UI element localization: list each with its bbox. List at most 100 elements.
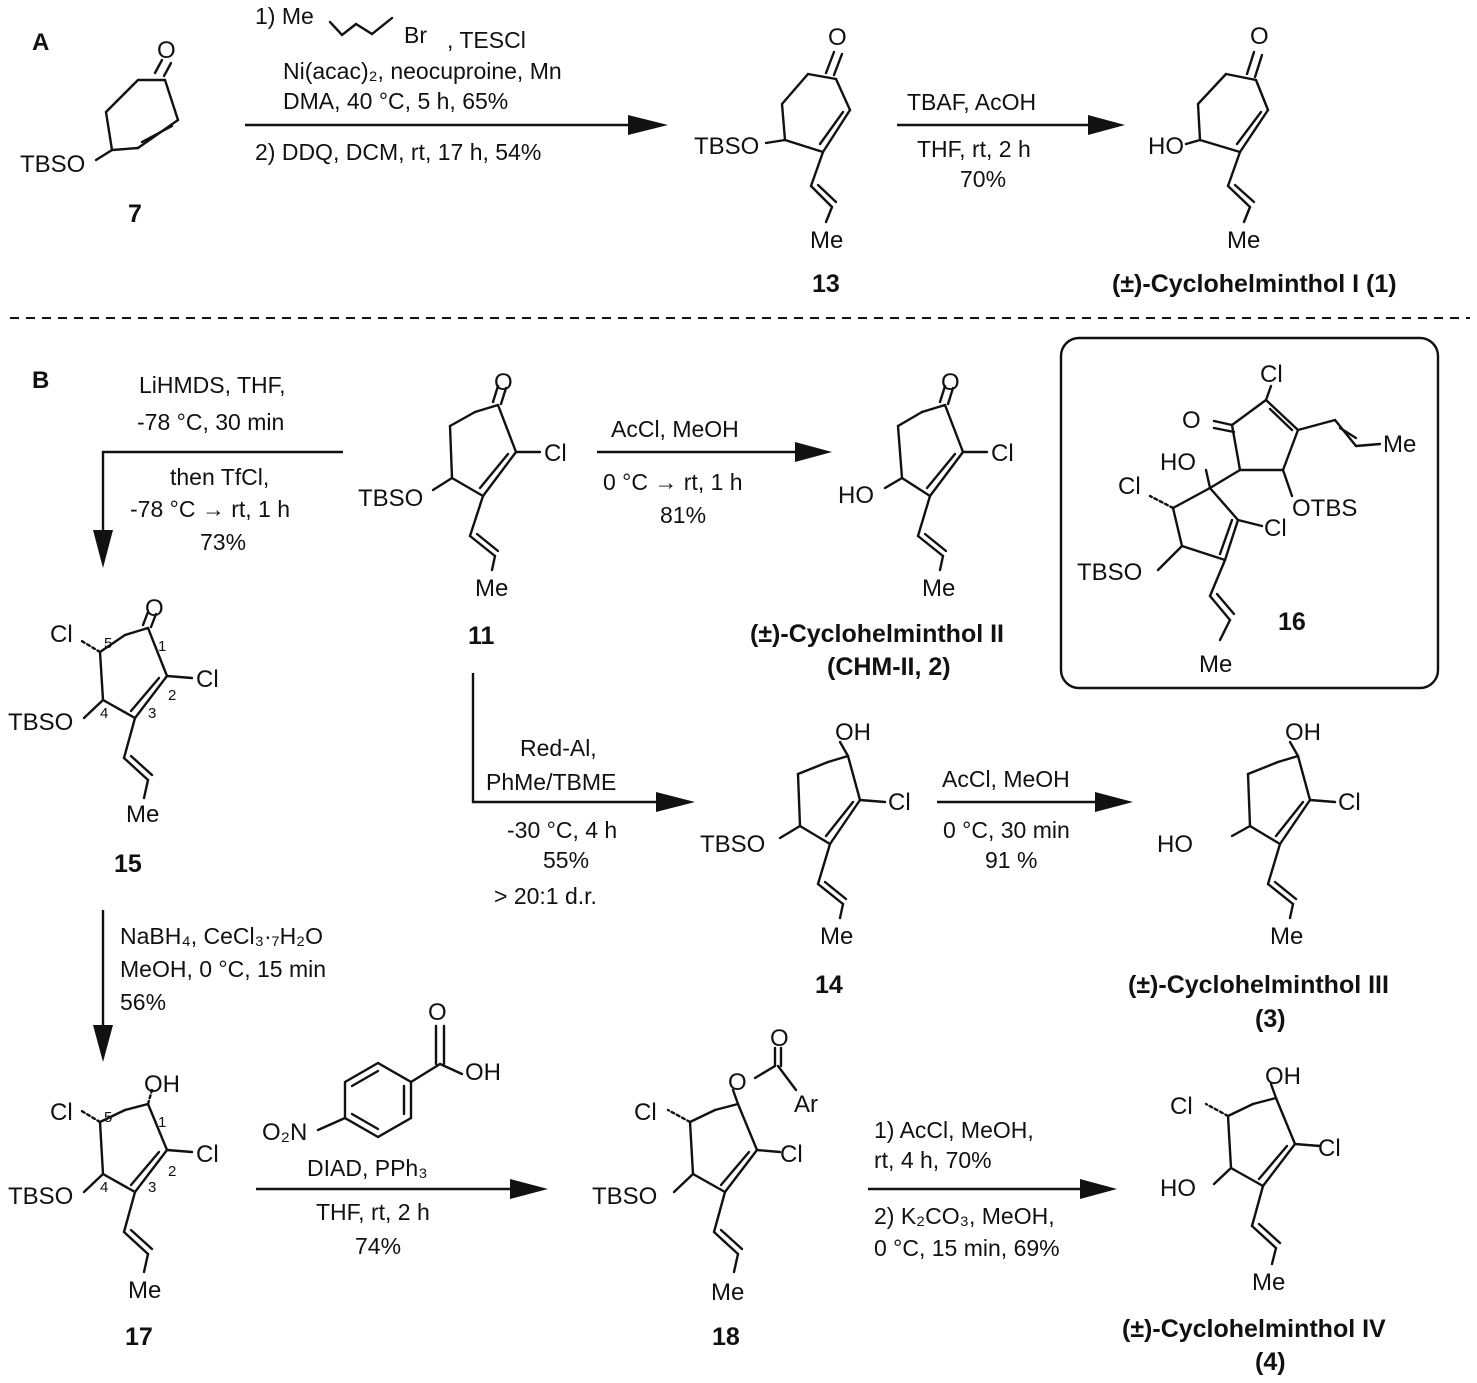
atom-oh: OH — [835, 719, 871, 746]
cond-a1-prefix: 1) Me — [255, 3, 314, 29]
atom-cl: Cl — [1170, 1093, 1193, 1120]
atom-ho: HO — [1157, 831, 1193, 858]
product-label-chm4-line1: (±)-Cyclohelminthol IV — [1122, 1315, 1386, 1343]
atom-cl: Cl — [1318, 1135, 1341, 1162]
arrow-b-mitsunobu-head — [510, 1179, 548, 1199]
atom-o: O — [145, 595, 164, 622]
atom-oh: OH — [1265, 1063, 1301, 1090]
compound-18-structure: O O Ar Cl Cl TBSO Me — [592, 1025, 818, 1306]
compound-13-structure: O TBSO Me — [694, 24, 852, 254]
atom-me: Me — [126, 801, 159, 828]
locant-3: 3 — [148, 1179, 156, 1196]
cond-final-l2: rt, 4 h, 70% — [874, 1147, 992, 1173]
atom-me: Me — [711, 1279, 744, 1306]
compound-15-structure: O Cl Cl TBSO Me 5 1 2 3 4 — [8, 595, 219, 828]
compound-label-18: 18 — [712, 1323, 740, 1351]
compound-17-structure: OH Cl Cl TBSO Me 5 1 2 3 4 — [8, 1071, 219, 1304]
cyclohelminthol-2-structure: O Cl HO Me — [838, 369, 1014, 602]
atom-o: O — [494, 369, 513, 396]
atom-oh: OH — [144, 1071, 180, 1098]
atom-cl: Cl — [634, 1099, 657, 1126]
cond-a2-l1: TBAF, AcOH — [907, 89, 1036, 115]
atom-cl: Cl — [1118, 473, 1141, 500]
atom-cl: Cl — [50, 621, 73, 648]
atom-o: O — [828, 24, 847, 51]
cond-nabh4-l1: NaBH₄, CeCl₃·₇H₂O — [120, 923, 323, 949]
cond-a1-br: Br — [404, 22, 427, 48]
atom-ho: HO — [1160, 1175, 1196, 1202]
compound-label-16: 16 — [1278, 608, 1306, 636]
arrow-b-accl2-head — [1095, 792, 1133, 812]
product-label-chm3-line2: (3) — [1255, 1005, 1286, 1033]
atom-cl: Cl — [50, 1099, 73, 1126]
cond-accl2-l2: 0 °C, 30 min — [943, 817, 1070, 843]
arrow-b-lihmds-line — [101, 450, 343, 535]
compound-label-11: 11 — [468, 622, 495, 650]
locant-5: 5 — [104, 635, 112, 652]
arrow-b-redal-head — [656, 792, 695, 812]
cyclohelminthol-4-structure: OH Cl Cl HO Me — [1160, 1063, 1341, 1296]
atom-cl: Cl — [888, 789, 911, 816]
atom-me: Me — [475, 575, 508, 602]
cyclohelminthol-3-structure: OH Cl HO Me — [1157, 719, 1361, 950]
locant-5: 5 — [104, 1109, 112, 1126]
atom-cl: Cl — [196, 1141, 219, 1168]
atom-me: Me — [128, 1277, 161, 1304]
cond-mitsunobu-l1: DIAD, PPh₃ — [307, 1155, 428, 1181]
locant-1: 1 — [158, 638, 166, 655]
cond-a1-l2: Ni(acac)₂, neocuproine, Mn — [283, 58, 562, 84]
product-label-chm2-line2: (CHM-II, 2) — [827, 653, 951, 681]
cond-accl1-l3: 81% — [660, 502, 706, 528]
product-label-chm3-line1: (±)-Cyclohelminthol III — [1128, 971, 1389, 999]
arrow-a1-head — [628, 115, 668, 135]
cond-nabh4-l3: 56% — [120, 989, 166, 1015]
compound-label-13: 13 — [812, 270, 840, 298]
atom-cl: Cl — [1338, 789, 1361, 816]
cond-mitsunobu-l2: THF, rt, 2 h — [316, 1199, 430, 1225]
compound-label-17: 17 — [125, 1323, 153, 1351]
cond-accl1-l1: AcCl, MeOH — [611, 416, 739, 442]
cond-redal-l5: > 20:1 d.r. — [494, 883, 597, 909]
atom-me: Me — [820, 923, 853, 950]
compound-16-box — [1059, 336, 1440, 690]
atom-me: Me — [810, 227, 843, 254]
atom-ho: HO — [1148, 133, 1184, 160]
atom-me: Me — [1199, 651, 1232, 678]
arrow-b-final-head — [1080, 1179, 1117, 1199]
cond-redal-l2: PhMe/TBME — [486, 769, 616, 795]
atom-cl: Cl — [780, 1141, 803, 1168]
atom-cl: Cl — [1260, 361, 1283, 388]
cond-lihmds-l3: then TfCl, — [170, 464, 269, 490]
cond-accl2-l1: AcCl, MeOH — [942, 766, 1070, 792]
atom-tbso: TBSO — [8, 1183, 73, 1210]
atom-cl: Cl — [196, 666, 219, 693]
atom-oh: OH — [465, 1059, 501, 1086]
locant-2: 2 — [168, 687, 176, 704]
locant-3: 3 — [148, 705, 156, 722]
locant-4: 4 — [100, 1179, 108, 1196]
atom-ho: HO — [838, 482, 874, 509]
cond-lihmds-l5: 73% — [200, 529, 246, 555]
cond-a1-suffix: , TESCl — [447, 27, 526, 53]
atom-me: Me — [922, 575, 955, 602]
cond-a2-l2: THF, rt, 2 h — [917, 136, 1031, 162]
atom-tbso: TBSO — [694, 133, 759, 160]
arrow-b-nabh4-head — [93, 1025, 113, 1062]
atom-o: O — [428, 999, 447, 1026]
compound-16-structure: Cl O Me HO OTBS Cl Cl TBSO Me — [1077, 361, 1416, 678]
atom-cl: Cl — [991, 440, 1014, 467]
cond-lihmds-l1: LiHMDS, THF, — [139, 372, 286, 398]
product-label-chm1: (±)-Cyclohelminthol I (1) — [1112, 270, 1397, 298]
panel-label-a: A — [32, 29, 49, 56]
atom-o: O — [770, 1025, 789, 1052]
atom-ar: Ar — [794, 1091, 818, 1118]
arrow-b-redal-line — [471, 673, 660, 804]
atom-me: Me — [1252, 1269, 1285, 1296]
cyclohelminthol-1-structure: O HO Me — [1148, 23, 1270, 254]
compound-label-7: 7 — [128, 200, 142, 228]
compound-7-structure: O TBSO — [20, 37, 180, 178]
compound-11-structure: O Cl TBSO Me — [358, 369, 567, 602]
atom-tbso: TBSO — [592, 1183, 657, 1210]
cond-redal-l1: Red-Al, — [520, 735, 597, 761]
